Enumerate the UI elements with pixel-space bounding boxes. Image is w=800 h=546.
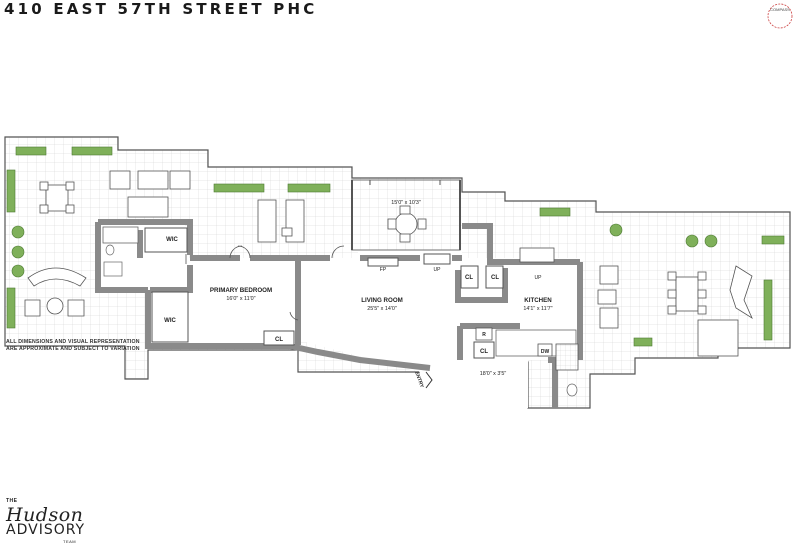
logo-advisory: ADVISORY [6,522,86,538]
terrace-furniture-left [24,170,191,317]
doors [185,245,345,321]
label-cl-bedroom: CL [275,337,283,343]
cl-kitchen-box [473,341,495,359]
disclaimer: ALL DIMENSIONS AND VISUAL REPRESENTATION… [6,339,140,352]
disclaimer-line2: ARE APPROXIMATE AND SUBJECT TO VARIATION [6,345,140,352]
label-cl-right: CL [491,275,499,281]
interior-floor [95,220,580,408]
kitchen-island-stair [519,247,555,263]
disclaimer-line1: ALL DIMENSIONS AND VISUAL REPRESENTATION [6,339,140,345]
stair-up-living [423,253,451,265]
refrigerator [475,327,493,341]
logo-hudson: Hudson [6,504,84,526]
solarium-dining [387,205,427,243]
dims-primary-bedroom: 16'0" x 11'0" [226,296,255,302]
listing-title: 410 EAST 57TH STREET PHC [4,0,318,18]
logo-team: TEAM [63,539,77,544]
lounge-chairs [257,199,305,243]
fireplace [367,257,399,267]
label-dw: DW [541,349,550,355]
terrace-furniture-right [597,265,753,357]
half-bath-floor [555,343,579,371]
dims-foyer: 18'0" x 3'5" [480,371,507,377]
logo-the: THE [6,498,18,504]
label-primary-bedroom: PRIMARY BEDROOM [210,287,272,294]
label-up-living: UP [434,267,442,273]
label-wic-bottom: WIC [164,318,176,324]
bathtub [102,226,139,244]
label-wic-top: WIC [166,237,178,243]
dims-solarium: 15'0" x 10'3" [391,200,421,206]
compass-label: COMPASS [770,7,790,12]
label-living-room: LIVING ROOM [361,297,403,304]
label-fp: FP [380,267,387,273]
hudson-advisory-logo: THE Hudson ADVISORY TEAM [4,498,114,544]
dims-kitchen: 14'1" x 11'7" [523,306,552,312]
dishwasher [537,343,553,357]
cl-right-box [485,265,504,289]
dims-living-room: 25'5" x 14'0" [367,306,397,312]
label-cl-kitchen: CL [480,349,488,355]
label-kitchen: KITCHEN [524,297,552,304]
sink [103,261,123,277]
toilet [105,244,115,256]
cl-left-box [460,265,479,289]
label-entry: ENTRY [413,371,425,389]
entry-arrow [425,371,433,389]
wic-top [144,227,188,253]
planters [6,146,785,347]
label-cl-left: CL [465,275,473,281]
wic-bottom [151,291,189,343]
label-r: R [482,332,486,338]
cl-bedroom-box [263,330,295,346]
label-up-kitchen: UP [535,275,543,281]
compass-logo: COMPASS [767,3,793,29]
half-bath-toilet [566,383,578,397]
